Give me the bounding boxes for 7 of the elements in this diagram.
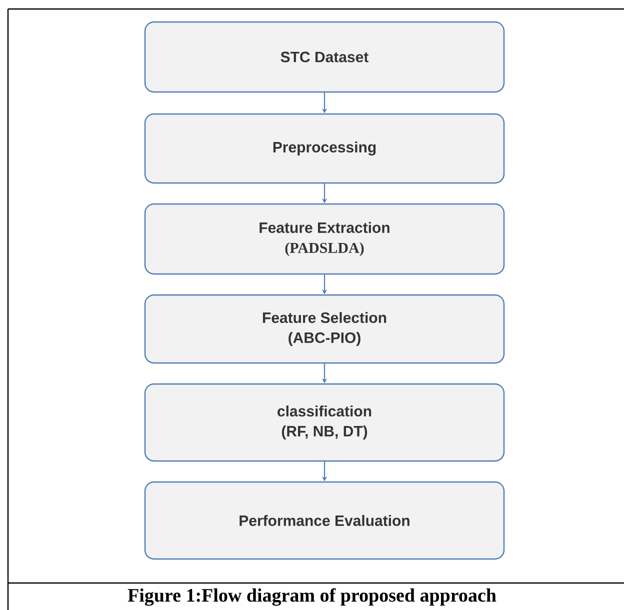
process-box: classification (RF, NB, DT) xyxy=(144,383,505,462)
process-box: Feature Selection (ABC-PIO) xyxy=(144,294,505,364)
process-box: STC Dataset xyxy=(144,21,505,93)
figure-caption: Figure 1:Flow diagram of proposed approach xyxy=(128,588,496,606)
process-box: Feature Extraction (PADSLDA) xyxy=(144,203,505,275)
process-box: Preprocessing xyxy=(144,113,505,184)
process-box: Performance Evaluation xyxy=(144,481,505,560)
